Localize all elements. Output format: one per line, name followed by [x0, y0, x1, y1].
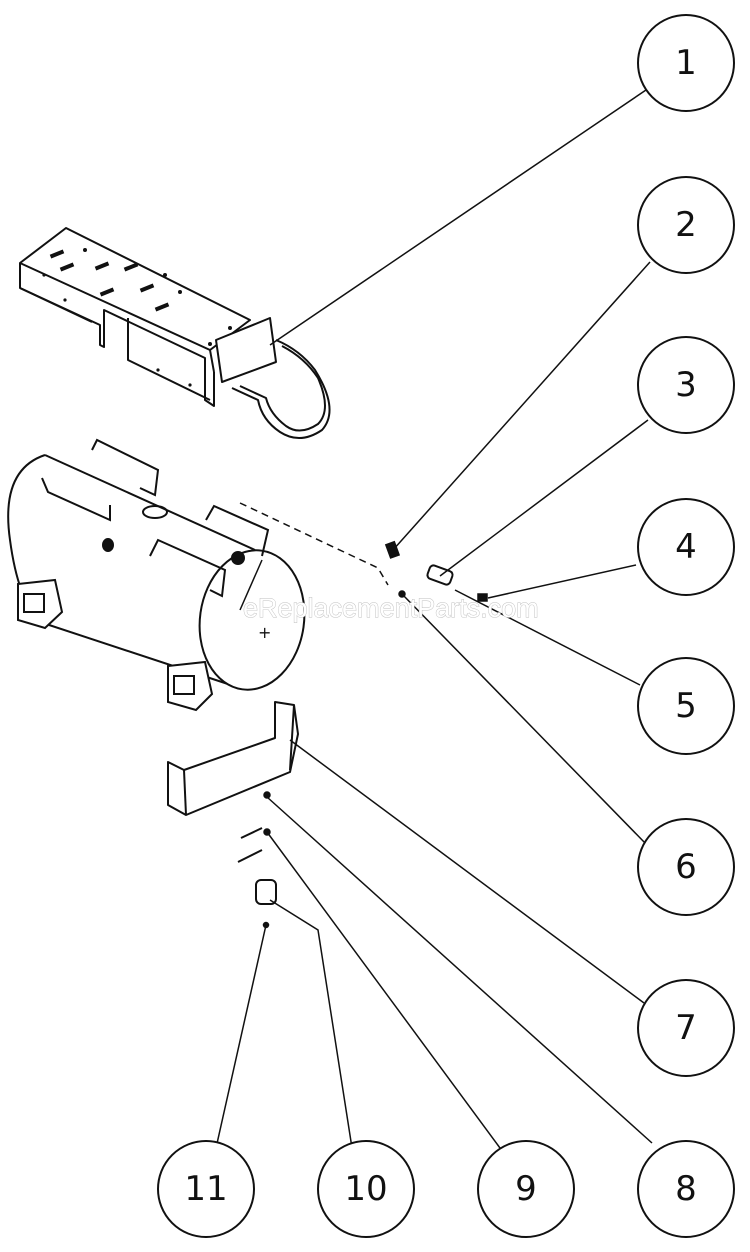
leader-11 — [215, 924, 267, 1149]
callout-label: 6 — [675, 847, 697, 887]
small-components — [237, 540, 488, 929]
leader-lines — [215, 89, 653, 1149]
leader-10 — [269, 899, 353, 1149]
callout-1: 1 — [637, 14, 735, 112]
callout-label: 9 — [515, 1169, 537, 1209]
leader-5 — [454, 589, 641, 686]
leader-4 — [487, 564, 637, 599]
callout-label: 3 — [675, 365, 697, 405]
leader-3 — [439, 419, 649, 577]
part-mounting-plate — [19, 227, 331, 439]
leader-1 — [269, 89, 647, 346]
callouts: 1 2 3 4 5 6 7 8 9 10 11 — [157, 14, 735, 1238]
leader-9 — [266, 831, 501, 1149]
callout-2: 2 — [637, 176, 735, 274]
callout-7: 7 — [637, 979, 735, 1077]
callout-label: 7 — [675, 1008, 697, 1048]
callout-label: 10 — [344, 1169, 387, 1209]
leader-6 — [401, 593, 647, 845]
watermark: eReplacementParts.com — [243, 593, 539, 623]
leader-2 — [392, 261, 651, 551]
callout-4: 4 — [637, 498, 735, 596]
callout-label: 2 — [675, 205, 697, 245]
callout-label: 4 — [675, 527, 697, 567]
callout-6: 6 — [637, 818, 735, 916]
callout-8: 8 — [637, 1140, 735, 1238]
callout-9: 9 — [477, 1140, 575, 1238]
callout-3: 3 — [637, 336, 735, 434]
callout-10: 10 — [317, 1140, 415, 1238]
callout-label: 11 — [184, 1169, 227, 1209]
part-air-tank: + — [7, 438, 389, 712]
plate-slots — [42, 248, 232, 387]
callout-label: 8 — [675, 1169, 697, 1209]
part-bracket — [167, 701, 299, 816]
svg-text:+: + — [258, 623, 271, 642]
callout-label: 1 — [675, 43, 697, 83]
leader-8 — [266, 796, 653, 1144]
callout-5: 5 — [637, 657, 735, 755]
callout-label: 5 — [675, 686, 697, 726]
callout-11: 11 — [157, 1140, 255, 1238]
leader-7 — [289, 739, 645, 1004]
